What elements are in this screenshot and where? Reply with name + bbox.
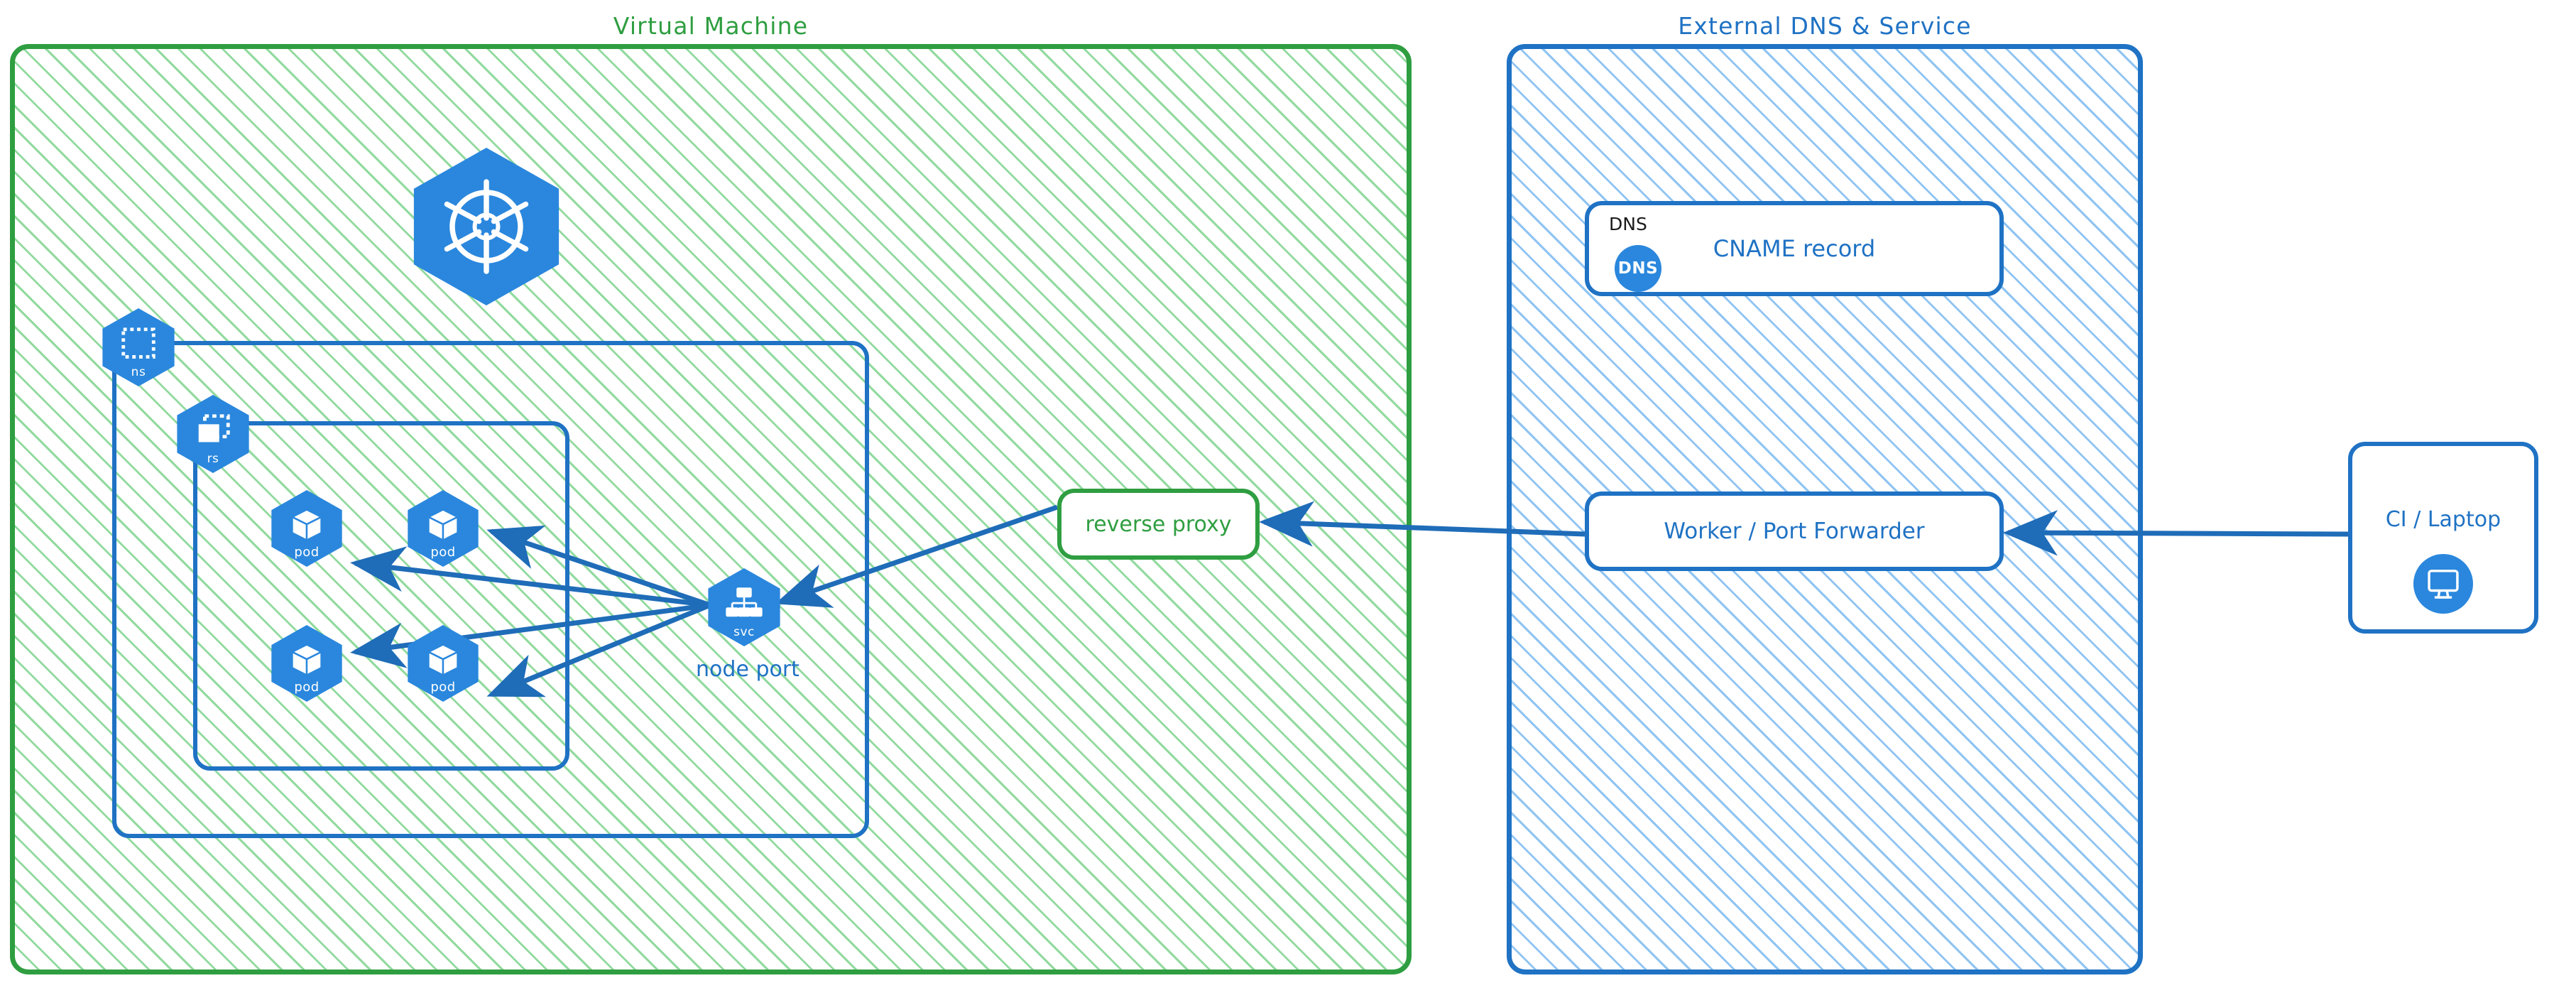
ci-laptop-box[interactable]: CI / Laptop: [2348, 442, 2538, 634]
service-node: svc: [705, 568, 783, 646]
pod-node-2: pod: [405, 490, 481, 567]
service-tree-icon: [705, 568, 783, 646]
pod-tag: pod: [294, 680, 320, 695]
pod-cube-icon: [405, 490, 481, 567]
worker-port-forwarder-box[interactable]: Worker / Port Forwarder: [1585, 492, 2004, 571]
worker-port-forwarder-label: Worker / Port Forwarder: [1664, 518, 1925, 544]
pod-cube-icon: [405, 625, 481, 702]
namespace-node: ns: [99, 308, 178, 386]
group-external-dns-service-title: External DNS & Service: [1678, 12, 1972, 40]
pod-cube-icon: [268, 490, 345, 567]
kubernetes-logo: [408, 148, 565, 305]
service-tag: svc: [733, 625, 755, 640]
ci-laptop-label: CI / Laptop: [2385, 507, 2501, 532]
replicaset-tag: rs: [207, 452, 219, 467]
pod-tag: pod: [430, 545, 456, 560]
node-port-label: node port: [696, 657, 799, 682]
dns-cname-box[interactable]: DNS DNS CNAME record: [1585, 201, 2004, 296]
replicaset-stacked-squares-icon: [174, 395, 252, 473]
namespace-dashed-square-icon: [99, 308, 178, 386]
pod-node-3: pod: [268, 625, 345, 702]
replicaset-node: rs: [174, 395, 252, 473]
kubernetes-wheel-icon: [408, 148, 565, 305]
reverse-proxy-label: reverse proxy: [1085, 511, 1232, 537]
replicaset-container: [193, 421, 569, 771]
cname-record-label: CNAME record: [1713, 235, 1876, 262]
dns-circle-icon: DNS: [1615, 245, 1661, 292]
group-virtual-machine-title: Virtual Machine: [613, 12, 809, 40]
dns-tag: DNS: [1609, 214, 1647, 234]
pod-cube-icon: [268, 625, 345, 702]
reverse-proxy-box[interactable]: reverse proxy: [1057, 489, 1260, 560]
pod-node-1: pod: [268, 490, 345, 567]
desktop-monitor-icon: [2413, 554, 2473, 614]
pod-tag: pod: [294, 545, 320, 560]
namespace-tag: ns: [131, 365, 146, 380]
pod-tag: pod: [430, 680, 456, 695]
pod-node-4: pod: [405, 625, 481, 702]
